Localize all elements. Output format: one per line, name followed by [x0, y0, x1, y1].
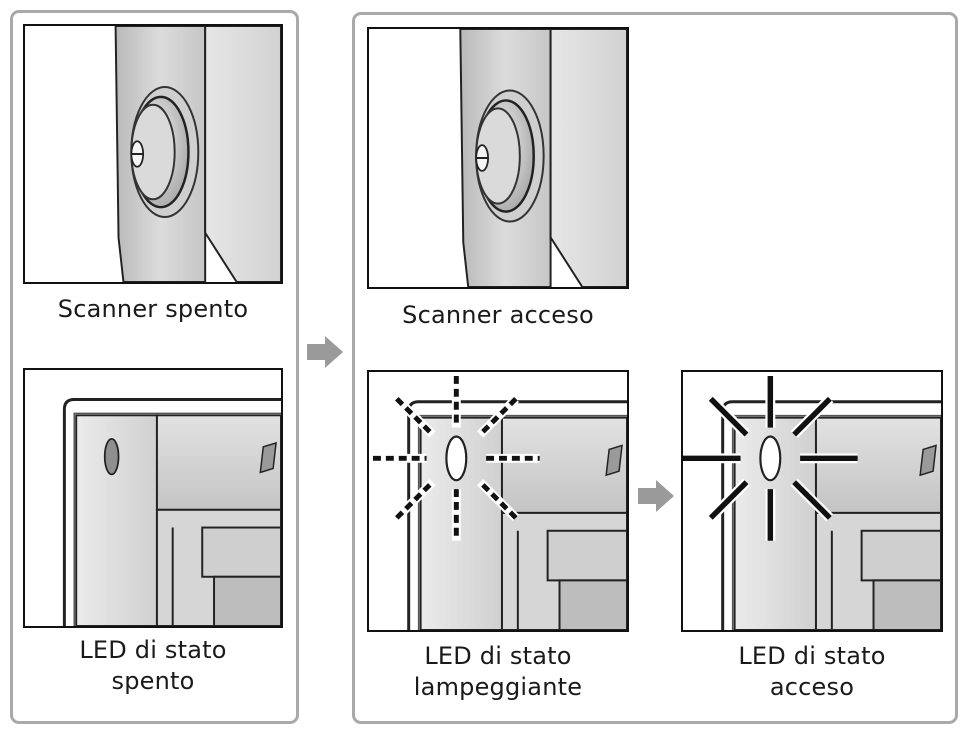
caption-led-on: LED di stato acceso	[681, 641, 943, 703]
status-led-icon	[759, 435, 782, 482]
transition-arrow-icon	[638, 480, 674, 512]
caption-led-blinking-line1: LED di stato	[424, 642, 572, 670]
transition-arrow-icon	[307, 336, 343, 368]
status-led-off-scene	[25, 370, 281, 626]
caption-led-blinking-line2: lampeggiante	[413, 673, 583, 701]
scanner-on-illustration	[367, 27, 629, 289]
status-led-blinking-scene	[369, 372, 627, 630]
status-led-icon	[103, 438, 120, 476]
caption-led-off-line1: LED di stato	[79, 636, 227, 664]
scanner-off-illustration	[23, 24, 283, 284]
led-on-illustration	[681, 370, 943, 632]
caption-led-on-line1: LED di stato	[738, 642, 886, 670]
caption-scanner-off: Scanner spento	[57, 295, 249, 323]
led-off-illustration	[23, 368, 283, 628]
scanner-off-frame	[10, 10, 299, 724]
scanner-on-frame	[352, 12, 958, 724]
status-led-icon	[445, 435, 468, 482]
caption-led-off-line2: spento	[111, 667, 195, 695]
caption-led-on-line2: acceso	[769, 673, 855, 701]
caption-scanner-on: Scanner acceso	[402, 301, 594, 329]
status-led-on-scene	[683, 372, 941, 630]
caption-led-blinking: LED di stato lampeggiante	[367, 641, 629, 703]
blinking-rays-icon	[372, 375, 540, 541]
lit-rays-icon	[683, 375, 858, 541]
power-button-illustration	[114, 26, 281, 282]
caption-led-off: LED di stato spento	[23, 635, 283, 697]
power-button-illustration	[459, 29, 627, 287]
led-blinking-illustration	[367, 370, 629, 632]
